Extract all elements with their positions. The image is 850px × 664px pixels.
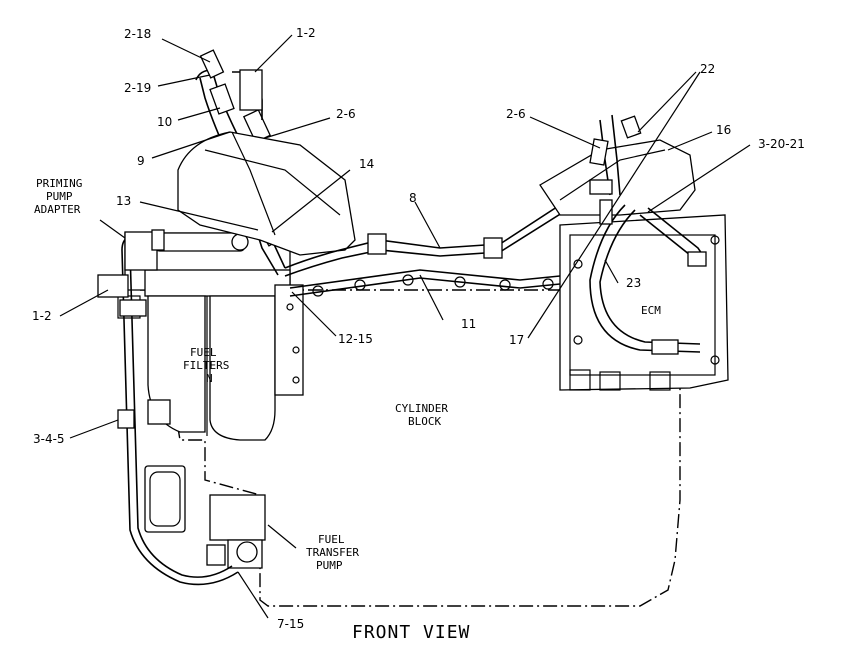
callout-2-6-right: 2-6 bbox=[506, 107, 526, 121]
leader-lines bbox=[59, 34, 751, 619]
priming-pump-label-line1: PRIMING bbox=[36, 177, 82, 190]
cylinder-block-label-line1: CYLINDER bbox=[395, 402, 448, 415]
callout-17: 17 bbox=[509, 333, 524, 347]
priming-pump-label-line2: PUMP bbox=[46, 190, 73, 203]
fuel-transfer-pump-label-line2: TRANSFER bbox=[306, 546, 359, 559]
cylinder-block-label-line2: BLOCK bbox=[408, 415, 441, 428]
callout-9: 9 bbox=[137, 154, 145, 168]
head-bolt-bosses bbox=[312, 274, 554, 297]
component-labels: PRIMING PUMP ADAPTER FUEL FILTERS N CYLI… bbox=[34, 177, 661, 572]
fuel-rails-8-11 bbox=[284, 187, 621, 297]
fuel-transfer-pump-label-line3: PUMP bbox=[316, 559, 343, 572]
fuel-line-left bbox=[97, 235, 239, 586]
callout-7-15: 7-15 bbox=[277, 617, 304, 631]
callout-labels: 2-18 1-2 2-19 10 2-6 9 14 13 8 2-6 22 16… bbox=[32, 26, 805, 631]
callout-8: 8 bbox=[409, 191, 417, 205]
priming-pump-label-line3: ADAPTER bbox=[34, 203, 81, 216]
callout-2-6-left: 2-6 bbox=[336, 107, 356, 121]
callout-2-19: 2-19 bbox=[124, 81, 151, 95]
fuel-transfer-pump bbox=[144, 465, 266, 569]
priming-pump bbox=[124, 229, 249, 271]
callout-3-20-21: 3-20-21 bbox=[758, 137, 805, 151]
ecm-module bbox=[559, 199, 729, 391]
fuel-transfer-pump-label-line1: FUEL bbox=[318, 533, 345, 546]
callout-11: 11 bbox=[461, 317, 476, 331]
fuel-filters-mark: N bbox=[206, 372, 213, 385]
ecm-label: ECM bbox=[641, 304, 661, 317]
callout-16: 16 bbox=[716, 123, 731, 137]
callout-23: 23 bbox=[626, 276, 641, 290]
fuel-filters-label-line1: FUEL bbox=[190, 346, 217, 359]
callout-3-4-5: 3-4-5 bbox=[33, 432, 65, 446]
callout-12-15: 12-15 bbox=[338, 332, 373, 346]
callout-10: 10 bbox=[157, 115, 172, 129]
fuel-filters bbox=[117, 232, 304, 441]
callout-1-2-top: 1-2 bbox=[296, 26, 316, 40]
callout-1-2-left: 1-2 bbox=[32, 309, 52, 323]
callout-13: 13 bbox=[116, 194, 131, 208]
callout-22: 22 bbox=[700, 62, 715, 76]
callout-2-18: 2-18 bbox=[124, 27, 151, 41]
fuel-filters-label-line2: FILTERS bbox=[183, 359, 229, 372]
callout-14: 14 bbox=[359, 157, 374, 171]
view-title: FRONT VIEW bbox=[352, 622, 470, 643]
upper-right-housing bbox=[539, 114, 696, 216]
